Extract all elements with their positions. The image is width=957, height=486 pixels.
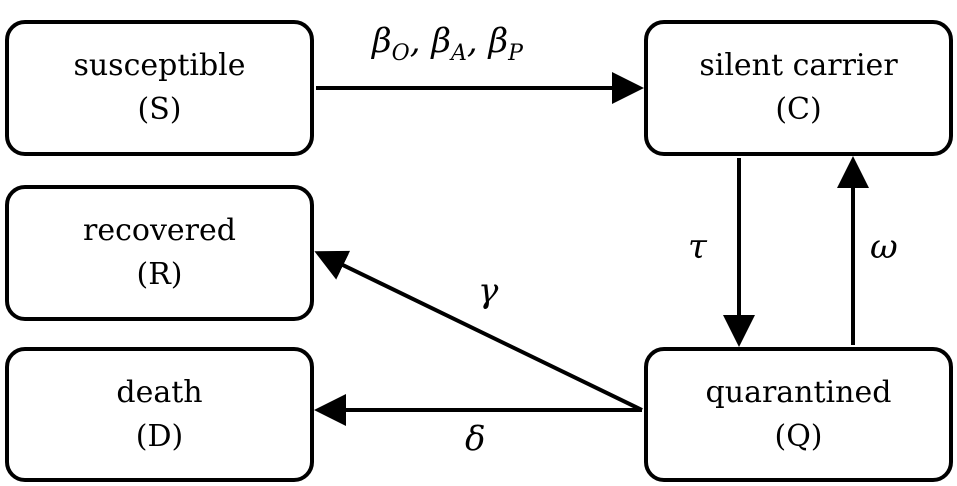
rate-label-delta: δ: [465, 419, 485, 459]
node-silent-carrier-label: silent carrier: [699, 48, 898, 83]
node-death-label: death: [116, 374, 203, 410]
node-recovered-label: recovered: [83, 213, 236, 248]
node-quarantined-label: quarantined: [705, 374, 892, 410]
rate-label-gamma: γ: [478, 271, 499, 311]
rate-label-omega: ω: [870, 227, 898, 267]
node-recovered: recovered (R): [5, 185, 314, 321]
node-quarantined-symbol: (Q): [774, 418, 823, 454]
node-susceptible-label: susceptible: [73, 48, 246, 83]
arrow-q-to-r: [314, 250, 643, 412]
node-silent-carrier-symbol: (C): [775, 92, 822, 127]
node-quarantined: quarantined (Q): [644, 347, 953, 482]
node-susceptible-symbol: (S): [137, 92, 182, 127]
node-recovered-symbol: (R): [136, 257, 183, 292]
rate-label-infection: βO, βA, βP: [370, 21, 524, 66]
node-death-symbol: (D): [135, 418, 184, 454]
rate-label-tau: τ: [688, 227, 708, 267]
node-susceptible: susceptible (S): [5, 20, 314, 156]
node-silent-carrier: silent carrier (C): [644, 20, 953, 156]
node-death: death (D): [5, 347, 314, 482]
